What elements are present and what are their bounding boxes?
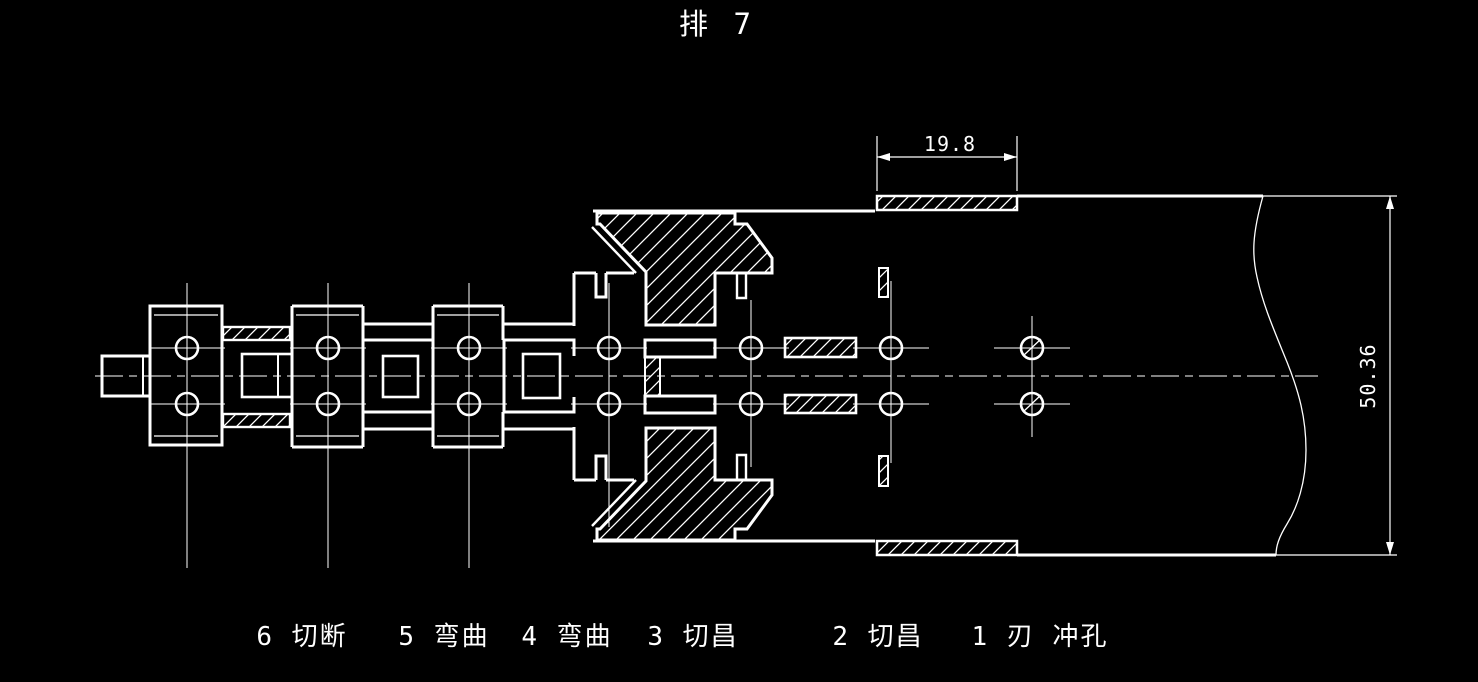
- carrier-strips: [221, 325, 294, 429]
- station-label-3: 3 切昌: [647, 622, 738, 652]
- centerlines: [95, 281, 1318, 568]
- station-2-cut-slots: [783, 267, 904, 487]
- station-label-4: 4 弯曲: [521, 622, 612, 652]
- dimension-notch-width: [876, 136, 1018, 191]
- dim-arrow-right: [1004, 153, 1017, 161]
- station-label-2: 2 切昌: [832, 622, 923, 652]
- scrap-hatch-bottom: [595, 426, 774, 542]
- break-line: [1253, 195, 1307, 556]
- station-1-punched-holes: [1019, 335, 1045, 417]
- dim-notch-width-text: 19.8: [924, 132, 976, 156]
- station-6-part: [100, 304, 224, 447]
- scrap-hatch-top: [595, 211, 774, 327]
- dim-arrow-bottom: [1386, 542, 1394, 555]
- station-label-5: 5 弯曲: [398, 622, 489, 652]
- drawing-title: 排 7: [679, 7, 755, 41]
- dimension-strip-height: [1263, 195, 1397, 556]
- dim-strip-height-text: 50.36: [1356, 343, 1380, 408]
- dim-arrow-left: [877, 153, 890, 161]
- station-label-6: 6 切断: [256, 622, 347, 652]
- station-5-part: [290, 304, 574, 449]
- dim-arrow-top: [1386, 196, 1394, 209]
- station-3-cut-area: [572, 211, 774, 542]
- station-4-part: [456, 335, 576, 417]
- station-labels: 6 切断 5 弯曲 4 弯曲 3 切昌 2 切昌 1 刃 冲孔: [256, 622, 1109, 652]
- bottom-notch-hatch: [875, 539, 1019, 557]
- top-notch-hatch: [875, 194, 1019, 212]
- station-label-1: 1 刃 冲孔: [972, 622, 1109, 652]
- edge-notch-cuts: [875, 194, 1019, 557]
